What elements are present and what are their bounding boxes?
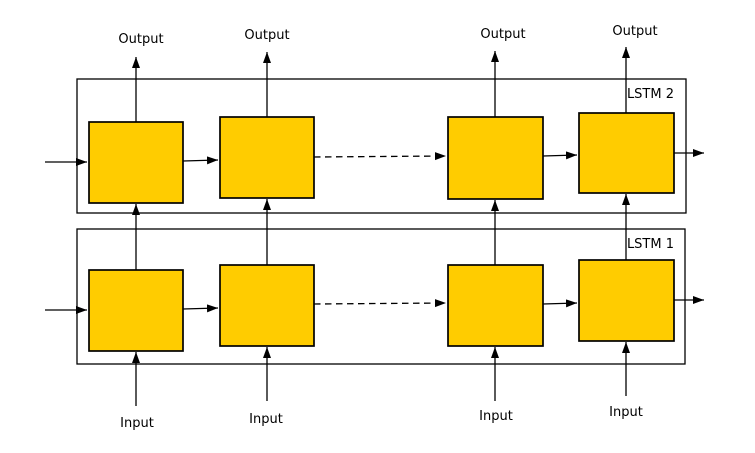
lstm2-cell-1 (88, 121, 184, 204)
lstm1-label: LSTM 1 (627, 237, 674, 252)
lstm2-cell-3 (447, 116, 544, 200)
lstm1-cell-4 (578, 259, 675, 342)
lstm1-cell-1 (88, 269, 184, 352)
lstm1-cell3-cell4-arrow (542, 299, 578, 308)
input-label-4: Input (609, 405, 643, 420)
lstm2-cell-4 (578, 112, 675, 194)
lstm1-cell2-cell3-dashed-arrow (313, 299, 447, 308)
lstm2-cell1-cell2-arrow (182, 156, 219, 165)
input-label-2: Input (249, 412, 283, 427)
lstm2-label: LSTM 2 (627, 87, 674, 102)
output-label-2: Output (244, 28, 289, 43)
output-label-3: Output (480, 27, 525, 42)
lstm1-cell-2 (219, 264, 315, 347)
input-label-1: Input (120, 416, 154, 431)
output-label-4: Output (612, 24, 657, 39)
lstm1-cell1-cell2-arrow (182, 304, 219, 313)
output-label-1: Output (118, 32, 163, 47)
lstm2-cell2-cell3-dashed-arrow (313, 152, 447, 161)
input-label-3: Input (479, 409, 513, 424)
lstm2-layer-frame (76, 78, 687, 214)
lstm2-cell-2 (219, 116, 315, 199)
lstm2-cell3-cell4-arrow (542, 151, 578, 160)
lstm1-cell-3 (447, 264, 544, 347)
lstm1-layer-frame (76, 228, 686, 365)
